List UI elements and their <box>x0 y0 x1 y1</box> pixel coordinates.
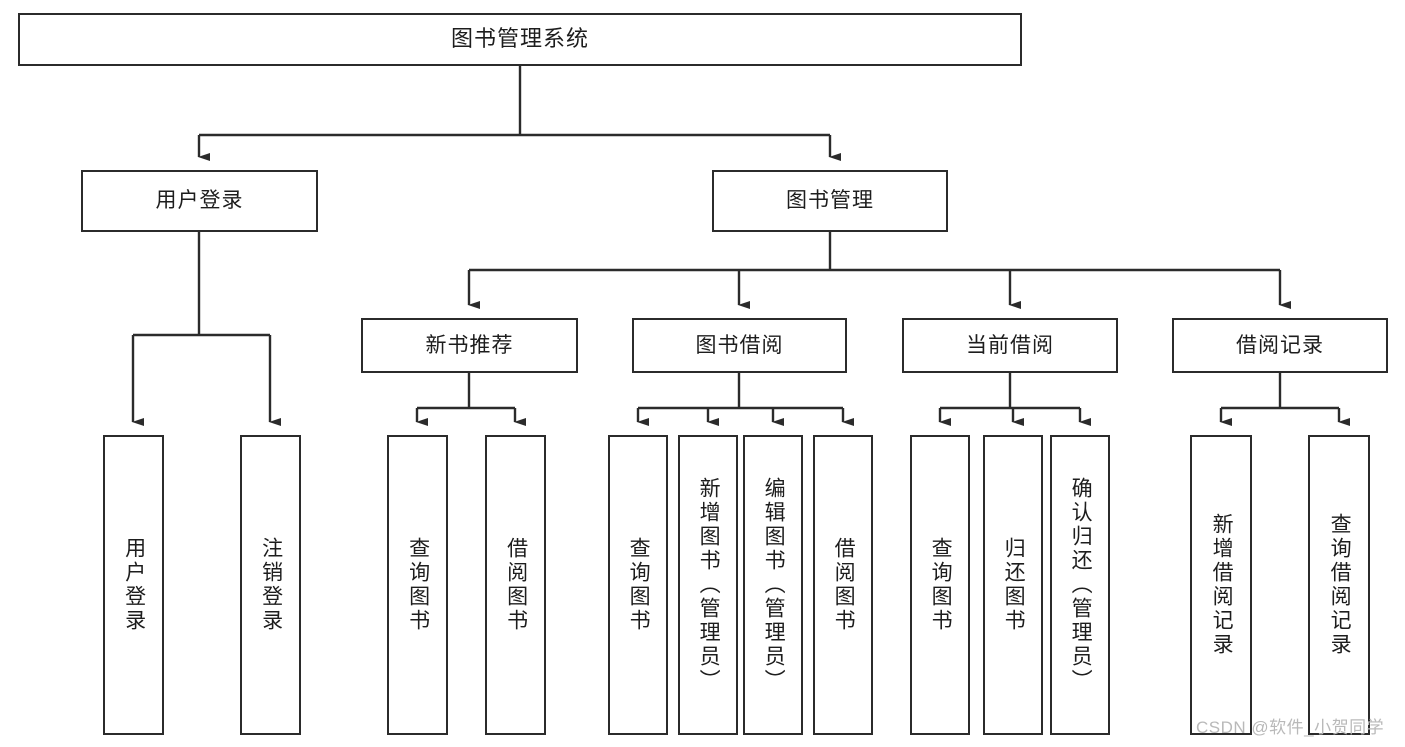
node-leaf-user-login-label: 用户登录 <box>122 537 146 633</box>
node-leaf-add-book[interactable]: 新增图书（管理员） <box>678 435 738 735</box>
node-new-book-recommend[interactable]: 新书推荐 <box>361 318 578 373</box>
node-current-borrow-label: 当前借阅 <box>966 333 1054 357</box>
node-leaf-add-book-label: 新增图书（管理员） <box>697 477 721 693</box>
node-leaf-query-book-borrow-label: 查询图书 <box>627 537 651 633</box>
node-current-borrow[interactable]: 当前借阅 <box>902 318 1118 373</box>
node-leaf-add-borrow-record-label: 新增借阅记录 <box>1210 513 1234 657</box>
node-leaf-query-book-current-label: 查询图书 <box>929 537 953 633</box>
node-user-login[interactable]: 用户登录 <box>81 170 318 232</box>
node-book-borrow-label: 图书借阅 <box>695 333 784 357</box>
node-book-manage[interactable]: 图书管理 <box>712 170 948 232</box>
node-leaf-user-login[interactable]: 用户登录 <box>103 435 164 735</box>
node-leaf-query-borrow-record[interactable]: 查询借阅记录 <box>1308 435 1370 735</box>
node-new-book-recommend-label: 新书推荐 <box>425 333 514 357</box>
node-leaf-confirm-return[interactable]: 确认归还（管理员） <box>1050 435 1110 735</box>
node-book-manage-label: 图书管理 <box>786 189 874 213</box>
node-leaf-query-book-borrow[interactable]: 查询图书 <box>608 435 668 735</box>
node-borrow-record[interactable]: 借阅记录 <box>1172 318 1388 373</box>
node-leaf-query-book-recommend[interactable]: 查询图书 <box>387 435 448 735</box>
node-leaf-return-book[interactable]: 归还图书 <box>983 435 1043 735</box>
node-leaf-edit-book-label: 编辑图书（管理员） <box>762 477 786 693</box>
node-leaf-borrow-book-recommend-label: 借阅图书 <box>504 537 528 633</box>
node-leaf-query-book-recommend-label: 查询图书 <box>406 537 430 633</box>
node-leaf-borrow-book[interactable]: 借阅图书 <box>813 435 873 735</box>
node-root[interactable]: 图书管理系统 <box>18 13 1022 66</box>
node-leaf-edit-book[interactable]: 编辑图书（管理员） <box>743 435 803 735</box>
node-book-borrow[interactable]: 图书借阅 <box>632 318 847 373</box>
node-leaf-add-borrow-record[interactable]: 新增借阅记录 <box>1190 435 1252 735</box>
node-leaf-borrow-book-label: 借阅图书 <box>832 537 856 633</box>
node-leaf-borrow-book-recommend[interactable]: 借阅图书 <box>485 435 546 735</box>
node-user-login-label: 用户登录 <box>155 189 244 213</box>
node-leaf-return-book-label: 归还图书 <box>1002 537 1026 633</box>
node-borrow-record-label: 借阅记录 <box>1236 333 1324 357</box>
node-leaf-user-logout-label: 注销登录 <box>259 537 283 633</box>
node-root-label: 图书管理系统 <box>450 26 589 52</box>
node-leaf-query-book-current[interactable]: 查询图书 <box>910 435 970 735</box>
node-leaf-confirm-return-label: 确认归还（管理员） <box>1069 477 1093 693</box>
node-leaf-query-borrow-record-label: 查询借阅记录 <box>1328 513 1352 657</box>
node-leaf-user-logout[interactable]: 注销登录 <box>240 435 301 735</box>
